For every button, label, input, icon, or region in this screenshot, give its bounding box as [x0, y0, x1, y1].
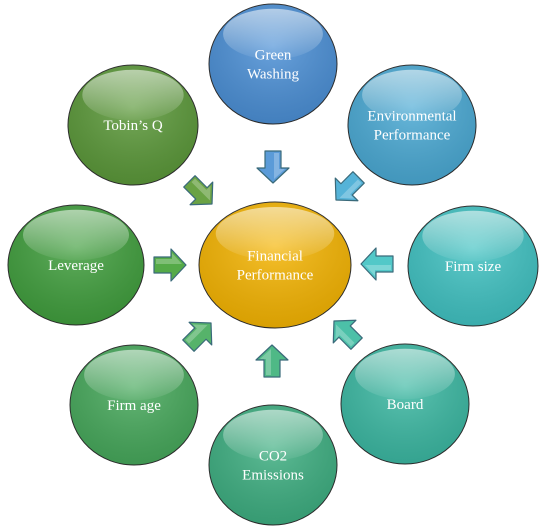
- node-leverage-label: Leverage: [48, 258, 104, 274]
- arrow-shape: [256, 150, 290, 184]
- node-environmental-performance-label: Performance: [374, 128, 451, 144]
- arrow-highlight: [191, 178, 211, 201]
- node-firm-age-gloss: [84, 349, 184, 401]
- node-firm-size-gloss: [422, 210, 524, 262]
- arrow-shape: [255, 344, 289, 378]
- nodes-layer: GreenWashingEnvironmentalPerformanceFirm…: [7, 3, 539, 526]
- node-tobins-q-label: Tobin’s Q: [103, 118, 163, 134]
- arrow-shape: [153, 248, 187, 282]
- node-leverage: Leverage: [7, 204, 145, 326]
- node-firm-size-label: Firm size: [445, 259, 502, 275]
- node-green-washing-gloss: [223, 8, 323, 60]
- node-co2-emissions-label: CO2: [259, 449, 287, 465]
- node-firm-size: Firm size: [407, 205, 539, 327]
- arrow-firm-age: [182, 321, 213, 352]
- arrow-co2-emissions: [255, 344, 289, 378]
- node-environmental-performance-gloss: [362, 69, 462, 121]
- node-co2-emissions-gloss: [223, 409, 323, 461]
- node-co2-emissions-label: Emissions: [242, 468, 304, 484]
- arrows-layer: [153, 150, 394, 378]
- arrow-shape: [360, 247, 394, 281]
- arrow-shape: [183, 175, 214, 206]
- arrow-shape: [334, 171, 365, 202]
- arrow-highlight: [274, 153, 285, 179]
- node-board-label: Board: [387, 397, 424, 413]
- node-firm-age: Firm age: [69, 344, 199, 466]
- center-node-financial-performance-label: Performance: [237, 268, 314, 284]
- arrow-firm-size: [360, 247, 394, 281]
- node-tobins-q-gloss: [82, 69, 184, 121]
- arrow-highlight: [339, 179, 362, 199]
- node-board: Board: [340, 343, 470, 465]
- node-tobins-q: Tobin’s Q: [67, 64, 199, 186]
- arrow-highlight: [185, 324, 208, 344]
- arrow-tobins-q: [183, 175, 214, 206]
- center-node-financial-performance-gloss: [215, 207, 335, 260]
- node-green-washing-label: Green: [255, 48, 292, 64]
- node-environmental-performance-label: Environmental: [367, 109, 456, 125]
- node-leverage-gloss: [22, 209, 130, 261]
- arrow-highlight: [156, 253, 182, 264]
- arrow-environmental-performance: [334, 171, 365, 202]
- arrow-board: [332, 319, 363, 350]
- arrow-green-washing: [256, 150, 290, 184]
- arrow-shape: [182, 321, 213, 352]
- node-green-washing-label: Washing: [247, 67, 300, 83]
- arrow-highlight: [260, 349, 271, 375]
- arrow-highlight: [365, 265, 391, 276]
- arrow-highlight: [335, 324, 355, 347]
- center-node-financial-performance-label: Financial: [247, 249, 303, 265]
- node-firm-age-label: Firm age: [107, 398, 161, 414]
- arrow-leverage: [153, 248, 187, 282]
- arrow-shape: [332, 319, 363, 350]
- node-board-gloss: [355, 348, 455, 400]
